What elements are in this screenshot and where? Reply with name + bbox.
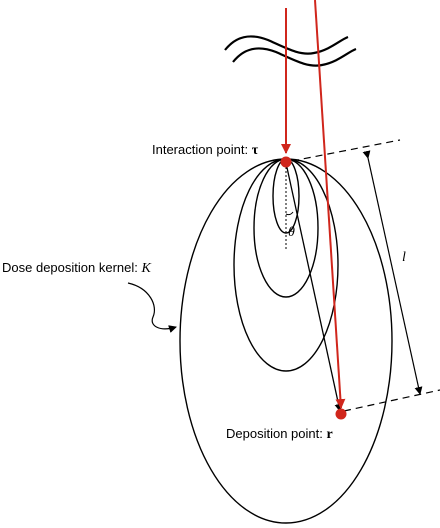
length-arrow — [362, 150, 423, 395]
deposition-point — [335, 408, 347, 420]
angle-arc — [285, 211, 294, 216]
kernel-ellipse-outer — [179, 158, 393, 524]
angle-label: θ — [288, 225, 295, 240]
kernel-pointer — [127, 282, 177, 333]
interaction-point-label: Interaction point: τ — [152, 142, 259, 158]
kernel-label: Dose deposition kernel: K — [2, 260, 151, 276]
length-label: l — [402, 250, 406, 265]
break-wave-top — [224, 35, 349, 55]
kernel-vector-arrow — [285, 162, 343, 412]
secondary-ray — [314, 0, 346, 409]
deposition-point-label: Deposition point: r — [226, 426, 333, 442]
interaction-point — [280, 156, 292, 168]
kernel-ellipse-large — [233, 158, 339, 372]
dashed-extension-top — [291, 139, 401, 162]
break-wave-bottom — [232, 47, 357, 67]
dashed-extension-bottom — [343, 389, 440, 412]
